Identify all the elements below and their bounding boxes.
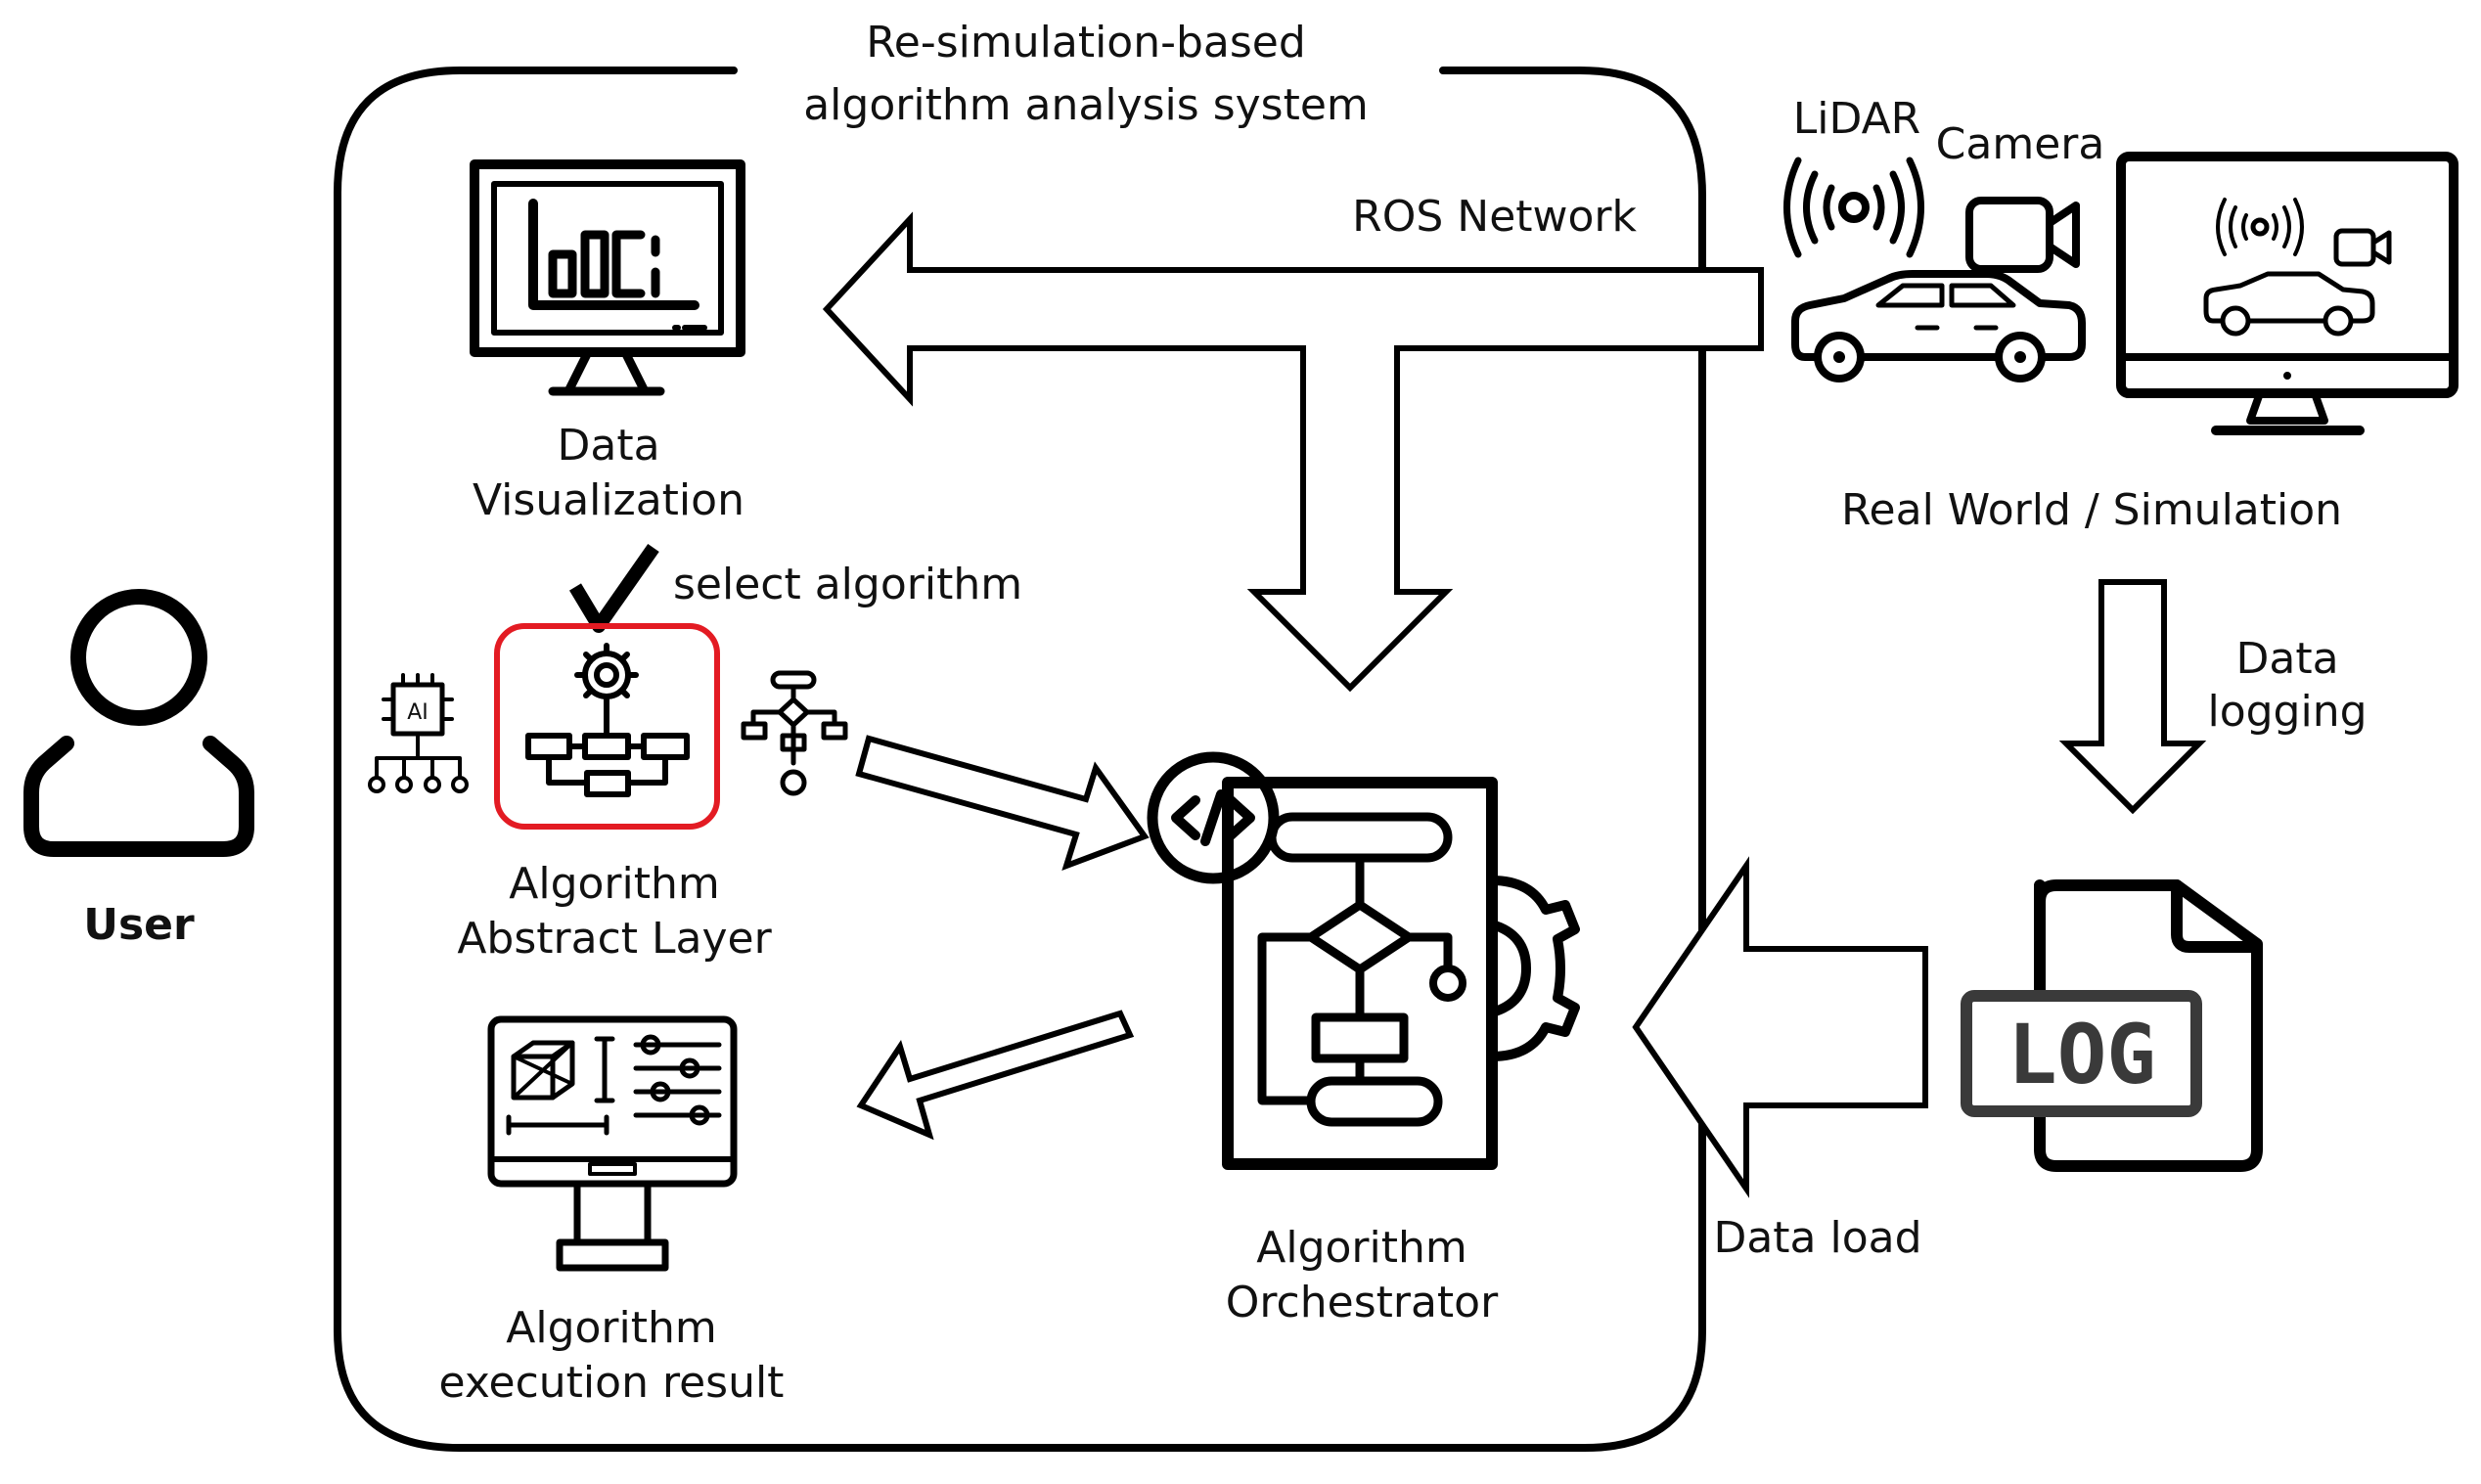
data-logging-label-1: Data — [2235, 634, 2338, 684]
car-icon — [1791, 270, 2086, 382]
lidar-icon — [1783, 157, 1924, 258]
abstract-to-orchestrator-arrow — [855, 735, 1150, 871]
algorithm-orchestrator-label-2: Orchestrator — [1226, 1278, 1499, 1327]
selected-algorithm-highlight[interactable] — [494, 623, 720, 830]
lidar-label: LiDAR — [1793, 94, 1921, 144]
system-container — [334, 67, 1706, 1452]
select-algorithm-label: select algorithm — [673, 560, 1022, 609]
camera-label: Camera — [1936, 119, 2105, 169]
user-icon — [23, 589, 254, 857]
algorithm-execution-result-label-2: execution result — [439, 1358, 785, 1408]
checkmark-icon — [568, 543, 659, 633]
svg-text:AI: AI — [407, 700, 429, 725]
algorithm-abstract-layer-label-2: Abstract Layer — [457, 914, 772, 964]
data-logging-arrow — [2058, 579, 2207, 815]
camera-icon — [1965, 197, 2080, 273]
algorithm-execution-result-label-1: Algorithm — [506, 1303, 717, 1353]
user-label: User — [83, 900, 195, 950]
data-load-arrow — [1632, 856, 1928, 1198]
monitor-chart-icon — [470, 159, 745, 396]
log-badge-text: LOG — [2007, 1007, 2156, 1102]
real-world-simulation-label: Real World / Simulation — [1841, 485, 2342, 535]
data-visualization-label-1: Data — [557, 421, 659, 471]
algorithm-abstract-layer-label-1: Algorithm — [509, 859, 720, 909]
log-file-icon: LOG — [1961, 879, 2263, 1172]
data-logging-label-2: logging — [2207, 687, 2367, 737]
data-visualization-label-2: Visualization — [473, 475, 744, 525]
system-title-line-2: algorithm analysis system — [803, 80, 1369, 130]
ai-chip-icon: AI — [368, 673, 469, 793]
orchestrator-icon — [1147, 751, 1580, 1170]
system-title-line-1: Re-simulation-based — [866, 18, 1306, 67]
data-load-label: Data load — [1713, 1213, 1921, 1263]
flowchart-icon — [741, 670, 848, 796]
ros-network-arrow — [822, 211, 1764, 693]
algorithm-orchestrator-label-1: Algorithm — [1256, 1223, 1467, 1273]
gear-flowchart-icon — [525, 643, 690, 797]
ros-network-label: ROS Network — [1352, 192, 1637, 242]
cad-monitor-icon — [487, 1015, 738, 1272]
simulation-monitor-icon — [2116, 152, 2458, 435]
orchestrator-to-result-arrow — [856, 1010, 1135, 1141]
